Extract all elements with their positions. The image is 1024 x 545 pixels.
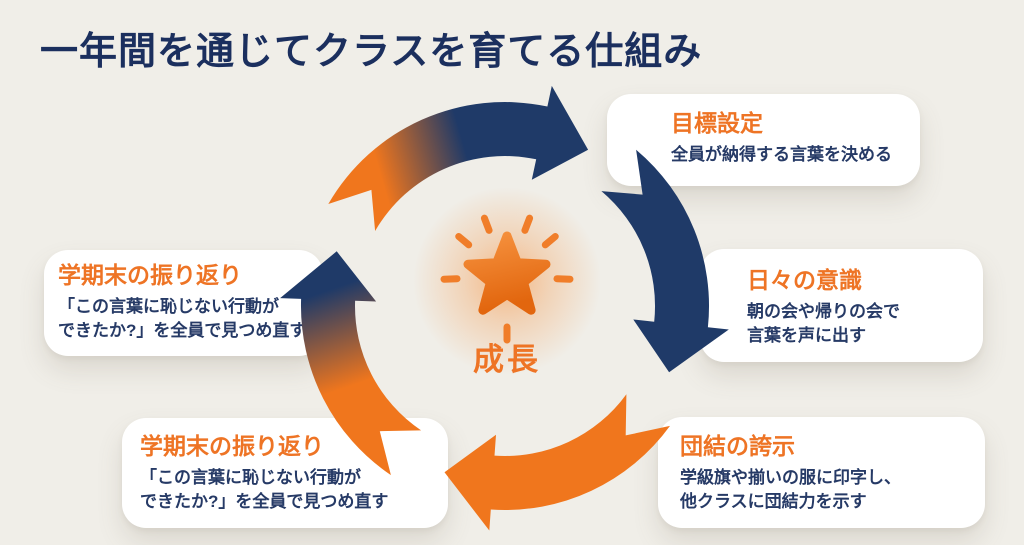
card-title: 学期末の振り返り <box>58 262 242 288</box>
card-term-end-review: 学期末の振り返り 「この言葉に恥じない行動が できたか?」を全員で見つめ直す <box>44 250 323 356</box>
card-term-end-review-2: 学期末の振り返り 「この言葉に恥じない行動が できたか?」を全員で見つめ直す <box>122 418 448 528</box>
card-unity-display: 団結の誇示 学級旗や揃いの服に印字し、 他クラスに団結力を示す <box>658 417 985 528</box>
page-title: 一年間を通じてクラスを育てる仕組み <box>40 31 703 73</box>
card-title: 学期末の振り返り <box>140 433 324 459</box>
arc-left-to-top-arrow <box>328 85 589 232</box>
sparkle-ray <box>541 233 559 249</box>
sparkle-ray <box>480 214 493 234</box>
card-body: 「この言葉に恥じない行動が できたか?」を全員で見つめ直す <box>140 467 389 511</box>
card-body: 全員が納得する言葉を決める <box>671 144 892 164</box>
card-daily-awareness: 日々の意識 朝の会や帰りの会で 言葉を声に出す <box>700 249 983 362</box>
star-icon <box>463 231 551 315</box>
card-title: 目標設定 <box>671 110 763 136</box>
arc-bottom-left-arrow <box>444 394 670 531</box>
growth-label: 成長 <box>473 342 541 377</box>
sparkle-ray <box>521 214 534 234</box>
card-body: 朝の会や帰りの会で 言葉を声に出す <box>747 301 900 345</box>
card-body: 学級旗や揃いの服に印字し、 他クラスに団結力を示す <box>680 467 901 511</box>
sparkle-ray <box>455 233 473 249</box>
card-title: 団結の誇示 <box>680 433 795 459</box>
sparkle-star-icon <box>440 214 574 344</box>
card-body: 「この言葉に恥じない行動が できたか?」を全員で見つめ直す <box>58 296 307 340</box>
card-title: 日々の意識 <box>747 267 862 293</box>
card-goal-setting: 目標設定 全員が納得する言葉を決める <box>607 94 920 186</box>
